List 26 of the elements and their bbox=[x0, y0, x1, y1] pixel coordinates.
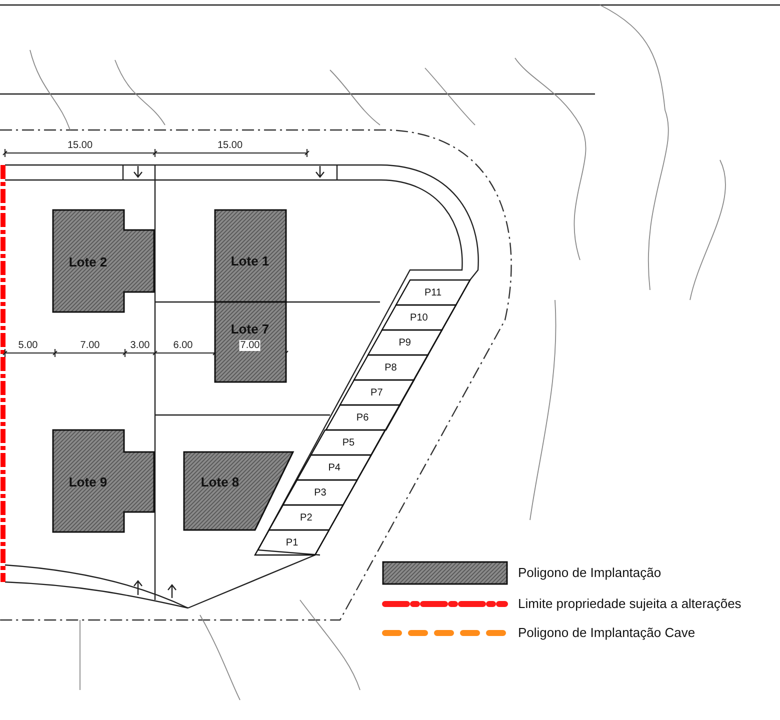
dimension-label: 6.00 bbox=[172, 340, 194, 351]
lot-label: Lote 1 bbox=[230, 254, 270, 268]
legend-text: Poligono de Implantação bbox=[518, 565, 662, 580]
parking-label: P10 bbox=[410, 312, 428, 323]
dimension-label: 5.00 bbox=[17, 340, 39, 351]
dimension-label: 15.00 bbox=[66, 140, 94, 151]
legend-text: Poligono de Implantação Cave bbox=[518, 625, 696, 640]
parking-label: P7 bbox=[370, 387, 383, 398]
dimension-label: 7.00 bbox=[239, 340, 261, 351]
lot-label: Lote 8 bbox=[200, 474, 240, 490]
parking-label: P3 bbox=[314, 487, 326, 498]
dimension-label: 7.00 bbox=[79, 340, 101, 351]
parking-label: P1 bbox=[286, 537, 298, 548]
lot-label: Lote 2 bbox=[68, 254, 108, 270]
dimension-label: 15.00 bbox=[216, 140, 244, 151]
dimension-label: 3.00 bbox=[129, 340, 151, 351]
lot-label: Lote 9 bbox=[68, 474, 108, 490]
legend-text: Limite propriedade sujeita a alterações bbox=[518, 596, 742, 611]
parking-label: P5 bbox=[342, 437, 355, 448]
parking-label: P11 bbox=[424, 287, 442, 298]
parking-label: P9 bbox=[398, 337, 411, 348]
parking-label: P6 bbox=[356, 412, 369, 423]
parking-label: P2 bbox=[300, 512, 312, 523]
parking-label: P8 bbox=[384, 362, 397, 373]
lot-label: Lote 7 bbox=[230, 322, 270, 336]
parking-label: P4 bbox=[328, 462, 340, 473]
